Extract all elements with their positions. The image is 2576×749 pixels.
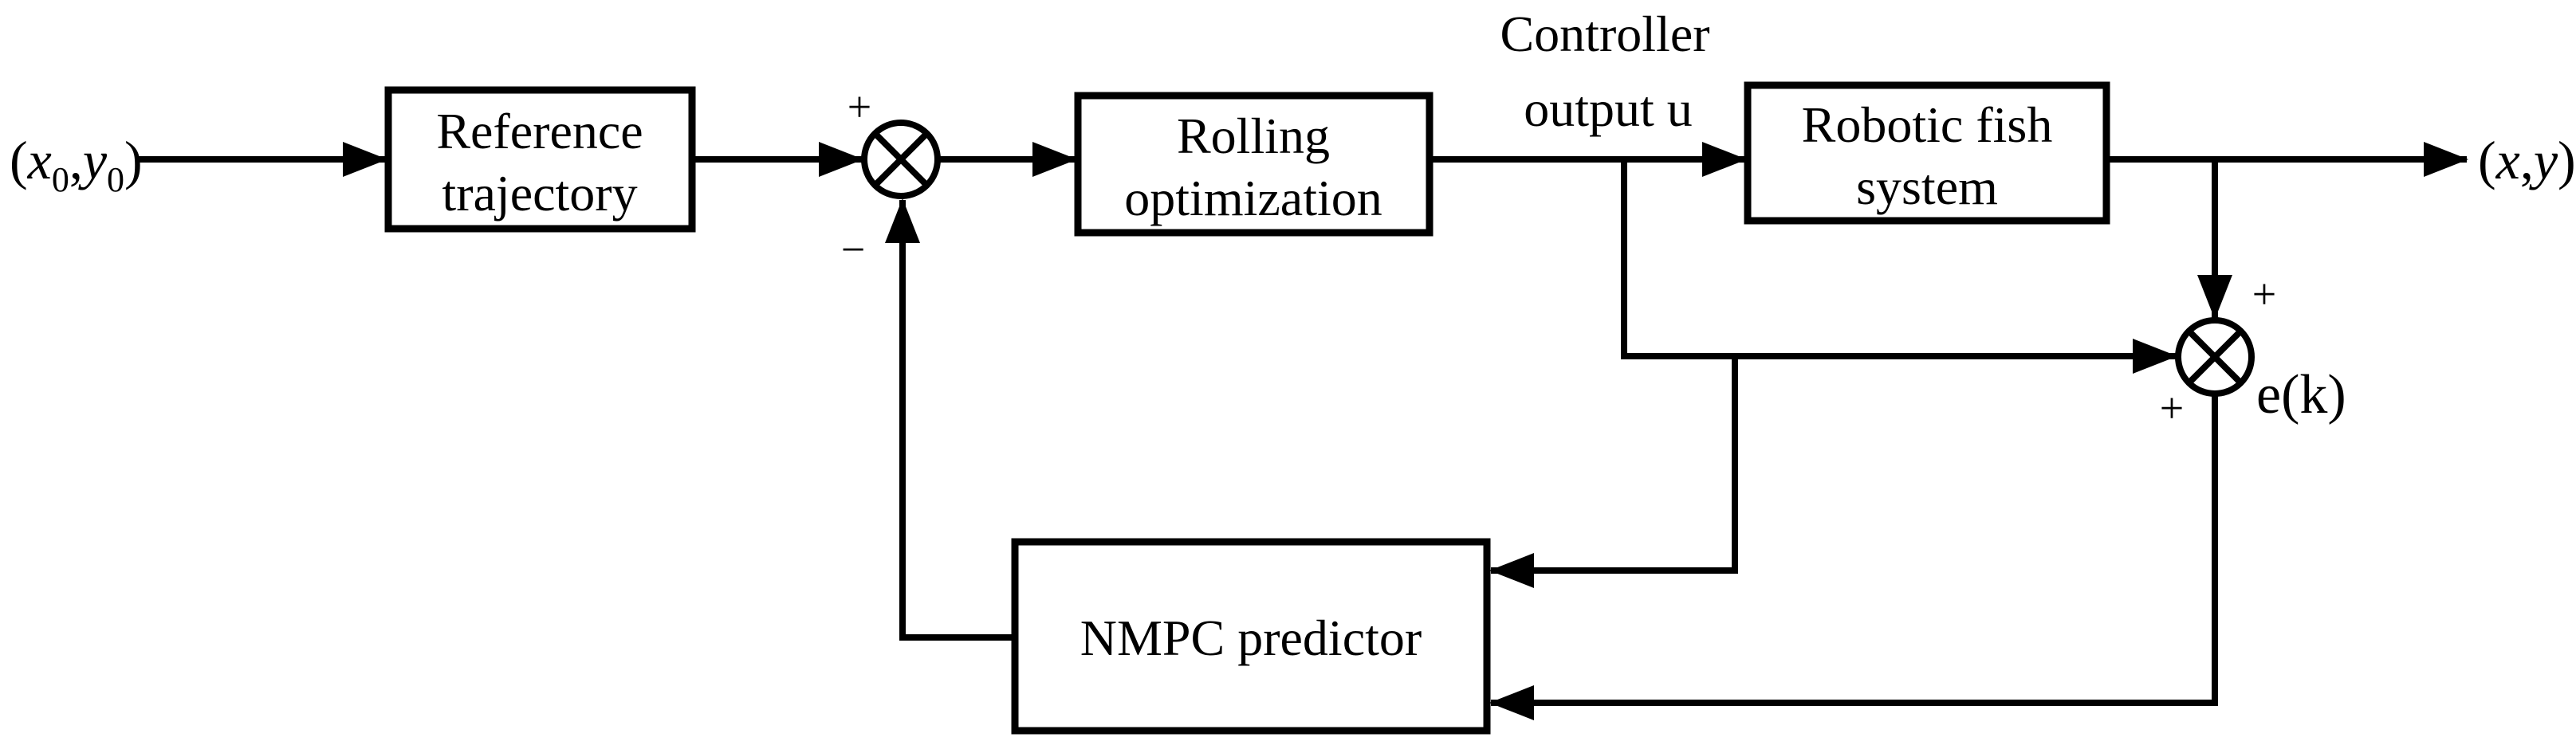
input-signal-label: (x0,y0) (10, 130, 143, 199)
output-open-paren: ( (2478, 130, 2496, 190)
input-open-paren: ( (10, 130, 28, 190)
sum1-plus-sign: + (848, 83, 871, 131)
input-var-y: y (78, 130, 108, 190)
reference-trajectory-label-line2: trajectory (442, 165, 637, 222)
input-var-x: x (27, 130, 52, 190)
block-nmpc-predictor (1011, 538, 1491, 735)
input-comma: , (69, 130, 83, 190)
input-close-paren: ) (124, 130, 143, 190)
output-var-x: x (2495, 130, 2520, 190)
controller-output-label-line1: Controller (1500, 6, 1709, 62)
block-reference-trajectory (384, 86, 696, 233)
block-rolling-optimization (1074, 92, 1434, 237)
connector-error-to-nmpc (1489, 394, 2218, 720)
reference-trajectory-label-line1: Reference (436, 103, 643, 159)
robotic-fish-label-line2: system (1856, 159, 1998, 215)
summing-junction-1 (861, 120, 941, 199)
output-signal-label: (x,y) (2478, 130, 2576, 190)
connector-nmpc-to-sum1 (885, 198, 1015, 641)
output-comma: , (2520, 130, 2534, 190)
input-sub-x0: 0 (52, 160, 69, 199)
sum1-cross-icon (872, 131, 930, 188)
sum1-minus-sign: − (841, 225, 865, 273)
connector-u-branch-to-nmpc (1489, 356, 1738, 588)
connector-u-branch-to-sum2 (1621, 159, 2177, 374)
output-close-paren: ) (2558, 130, 2576, 190)
robotic-fish-label-line1: Robotic fish (1802, 96, 2053, 153)
rolling-optimization-label-line1: Rolling (1177, 108, 1330, 164)
block-robotic-fish-system (1744, 81, 2110, 225)
input-sub-y0: 0 (107, 160, 124, 199)
rolling-optimization-label-line2: optimization (1124, 170, 1382, 226)
sum2-plus-top-sign: + (2252, 270, 2276, 318)
nmpc-predictor-label: NMPC predictor (1080, 610, 1422, 666)
error-signal-label: e(k) (2256, 364, 2346, 425)
sum2-cross-icon (2186, 328, 2244, 386)
summing-junction-2 (2175, 317, 2255, 397)
controller-output-label-line2: output u (1524, 80, 1693, 137)
output-var-y: y (2529, 130, 2558, 190)
sum2-plus-left-sign: + (2160, 384, 2184, 432)
